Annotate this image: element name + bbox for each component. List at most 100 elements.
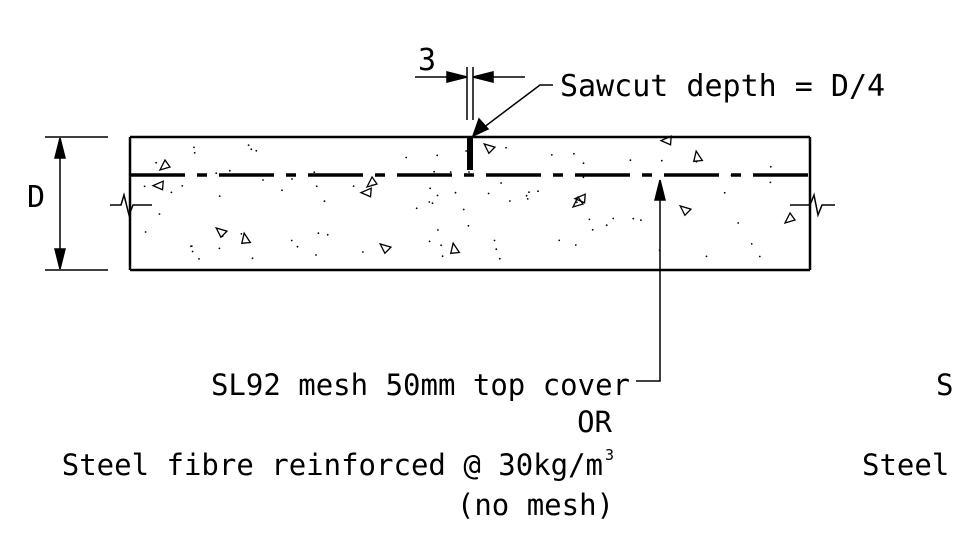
aggregate-dot (315, 185, 318, 188)
aggregate-dot (705, 255, 708, 258)
sawcut-width-label: 3 (418, 43, 436, 78)
aggregate-dot (468, 171, 470, 173)
aggregate-dot (240, 233, 243, 235)
sawcut-arrow-left (446, 71, 468, 83)
aggregate-triangle (482, 142, 497, 155)
sawcut-width-dimension (415, 67, 525, 120)
aggregate-dot (262, 179, 264, 181)
note-steel-fibre: Steel fibre reinforced @ 30kg/m (62, 448, 603, 482)
aggregate-dot (695, 160, 698, 163)
aggregate-dot (326, 233, 329, 236)
aggregate-dot (251, 257, 254, 260)
aggregate-triangle (240, 231, 252, 245)
aggregate-dot (493, 239, 496, 242)
aggregate-dot (218, 247, 221, 250)
aggregate-dot (487, 192, 490, 195)
aggregate-triangle (678, 204, 693, 217)
aggregate-dot (462, 208, 465, 211)
aggregate-dot (415, 207, 418, 210)
depth-label: D (27, 180, 45, 215)
aggregate-triangle (783, 211, 797, 225)
aggregate-dot (247, 144, 250, 147)
aggregate-dot (317, 232, 320, 235)
aggregate-dot (291, 178, 293, 180)
aggregate-dot (574, 244, 577, 246)
aggregate-triangle (359, 187, 372, 198)
aggregate-dot (528, 191, 530, 194)
aggregate-dot (428, 201, 431, 203)
sawcut-depth-leader (471, 84, 553, 138)
aggregate-dot (769, 181, 772, 184)
aggregate-dot (605, 224, 608, 227)
aggregate-dot (660, 159, 663, 162)
aggregate-dot (436, 194, 439, 197)
mesh-leader-arrow (654, 179, 666, 201)
aggregate-triangle (378, 242, 393, 255)
depth-dimension (45, 136, 108, 271)
aggregate-dot (441, 255, 444, 258)
aggregate-dot (290, 239, 293, 242)
note-mesh: SL92 mesh 50mm top cover (211, 368, 630, 402)
aggregate-dot (640, 219, 642, 222)
aggregate-dot (198, 258, 200, 260)
aggregate-dot (181, 185, 184, 187)
note-superscript: 3 (605, 446, 614, 464)
aggregate-triangle (158, 158, 172, 172)
aggregate-dot (509, 200, 511, 202)
aggregate-dot (250, 148, 253, 151)
aggregate-dot (505, 146, 507, 149)
aggregate-dot (558, 239, 561, 242)
aggregate-dot (362, 251, 364, 253)
aggregate-dot (498, 257, 501, 260)
aggregate-dot (465, 150, 467, 152)
aggregate-dot (431, 202, 434, 205)
aggregate-dot (228, 169, 231, 172)
aggregate-triangle (692, 149, 704, 163)
aggregate-dot (315, 254, 317, 256)
aggregate-dot (537, 190, 539, 193)
aggregate-triangle (659, 135, 672, 146)
sawcut-depth-label: Sawcut depth = D/4 (560, 69, 885, 104)
aggregate-dot (193, 146, 195, 149)
note-or: OR (577, 405, 612, 439)
aggregate-dot (588, 218, 591, 221)
aggregate-dot (737, 222, 740, 224)
aggregate-dot (723, 191, 726, 194)
aggregate-dot (629, 159, 632, 162)
aggregate-triangle (151, 180, 164, 191)
aggregate-dot (730, 174, 733, 177)
sawcut-arrow-right (472, 71, 494, 83)
aggregate-dot (454, 191, 457, 194)
aggregate-dot (582, 162, 585, 165)
aggregate-dot (449, 171, 452, 174)
sawcut-leader-line (474, 84, 553, 135)
aggregate-dot (255, 149, 258, 152)
aggregate-dot (525, 194, 528, 197)
aggregate-dot (193, 152, 196, 154)
aggregate-dot (433, 170, 435, 173)
concrete-aggregate-stipple (143, 135, 797, 260)
aggregate-dot (428, 240, 431, 243)
aggregate-dot (582, 176, 585, 179)
right-break-line (790, 192, 835, 218)
aggregate-dot (576, 201, 578, 204)
aggregate-dot (313, 171, 316, 174)
aggregate-dot (296, 245, 299, 248)
aggregate-dot (281, 189, 283, 192)
aggregate-dot (143, 185, 146, 188)
aggregate-triangle (449, 241, 461, 255)
aggregate-triangle (214, 226, 229, 239)
aggregate-dot (371, 184, 373, 187)
aggregate-dot (405, 156, 408, 159)
aggregate-dot (573, 152, 575, 155)
aggregate-dot (550, 154, 553, 156)
aggregate-dot (467, 224, 470, 227)
depth-arrow-top (54, 137, 66, 159)
depth-arrow-bottom (54, 248, 66, 270)
clipped-note-bottom: Steel (862, 448, 949, 482)
aggregate-dot (612, 217, 615, 220)
mesh-leader-line (636, 200, 661, 382)
aggregate-dot (352, 185, 355, 188)
